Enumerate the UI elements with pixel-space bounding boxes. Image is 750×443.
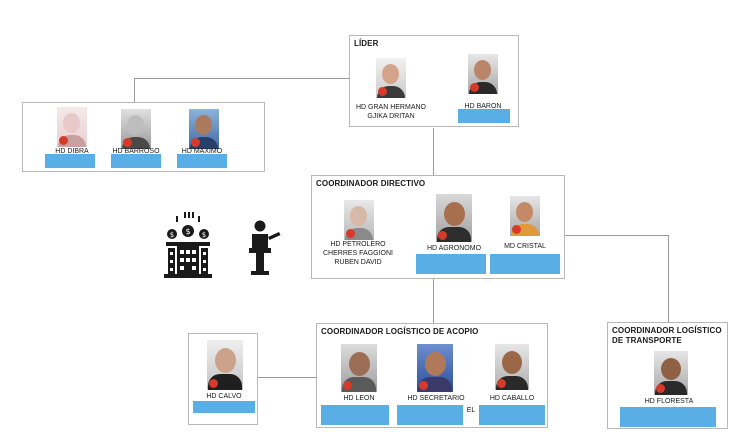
member-photo <box>376 58 406 98</box>
member-name: HD PETROLERO CHERRES FAGGIONI RUBEN DAVI… <box>322 241 393 266</box>
member-name: MD CRISTAL <box>504 243 546 250</box>
member-photo <box>207 340 243 390</box>
portrait-head <box>382 64 399 84</box>
redaction-bar <box>620 407 716 427</box>
stamp-mark <box>343 381 352 390</box>
member-photo <box>510 196 540 236</box>
svg-text:$: $ <box>185 227 190 236</box>
redaction-bar <box>321 405 389 425</box>
redaction-bar <box>458 109 510 123</box>
transport-title: COORDINADOR LOGÍSTICO DE TRANSPORTE <box>612 326 722 345</box>
stamp-mark <box>470 83 479 92</box>
portrait-head <box>474 60 491 80</box>
portrait-head <box>502 351 522 374</box>
redaction-bar <box>193 401 255 413</box>
money-building-icon: $ $ $ <box>164 212 212 278</box>
member-photo <box>341 344 377 392</box>
member-name: HD AGRONOMO <box>426 245 482 252</box>
stamp-mark <box>512 225 521 234</box>
member-photo <box>344 200 374 240</box>
portrait-head <box>444 202 465 226</box>
associates-node: HD DIBRA HD BARROSO HD MAXIMO <box>22 102 265 172</box>
member-photo <box>57 107 87 147</box>
portrait-head <box>349 352 370 376</box>
acopio-title: COORDINADOR LOGÍSTICO DE ACOPIO <box>321 327 479 336</box>
redaction-bar <box>479 405 545 425</box>
edge-directive-transport-v <box>668 235 669 324</box>
member-name: HD LEON <box>343 395 375 402</box>
member-photo <box>436 194 472 242</box>
stamp-mark <box>378 87 387 96</box>
portrait-head <box>516 202 533 222</box>
side-node: HD CALVO <box>188 333 258 425</box>
member-photo <box>468 54 498 94</box>
member-name: HD SECRETARIO <box>407 395 465 402</box>
stamp-mark <box>419 381 428 390</box>
leader-node: LÍDER HD GRAN HERMANO GJIKA DRITAN HD BA… <box>349 35 519 127</box>
stamp-mark <box>656 384 665 393</box>
member-name: HD CALVO <box>206 393 242 400</box>
portrait-head <box>425 352 446 376</box>
member-name: HD BARON <box>464 103 502 110</box>
stamp-mark <box>497 379 506 388</box>
member-name-fragment: EL <box>466 407 476 414</box>
redaction-bar <box>177 154 227 168</box>
member-name: HD DIBRA <box>55 148 89 155</box>
redaction-bar <box>416 254 486 274</box>
leader-title: LÍDER <box>354 39 379 48</box>
redaction-bar <box>111 154 161 168</box>
member-photo <box>654 351 688 395</box>
stamp-mark <box>209 379 218 388</box>
member-name: HD CABALLO <box>489 395 535 402</box>
member-name: HD GRAN HERMANO GJIKA DRITAN <box>355 104 426 120</box>
member-photo <box>189 109 219 149</box>
stamp-mark <box>123 138 132 147</box>
speaker-at-podium-icon <box>249 220 281 275</box>
portrait-head <box>63 113 80 133</box>
portrait-head <box>215 348 236 373</box>
directive-node: COORDINADOR DIRECTIVO HD PETROLERO CHERR… <box>311 175 565 279</box>
edge-directive-acopio <box>433 279 434 324</box>
redaction-bar <box>397 405 463 425</box>
stamp-mark <box>191 138 200 147</box>
redaction-bar <box>45 154 95 168</box>
stamp-mark <box>438 231 447 240</box>
member-photo <box>495 344 529 390</box>
portrait-head <box>350 206 367 226</box>
stamp-mark <box>346 229 355 238</box>
edge-leader-associates <box>134 78 350 79</box>
redaction-bar <box>490 254 560 274</box>
edge-side-acopio <box>258 377 320 378</box>
portrait-head <box>127 115 144 135</box>
acopio-node: COORDINADOR LOGÍSTICO DE ACOPIO HD LEON … <box>316 323 548 428</box>
edge-associates-drop <box>134 78 135 102</box>
member-name: HD FLORESTA <box>644 398 694 405</box>
edge-leader-directive <box>433 128 434 175</box>
portrait-head <box>195 115 212 135</box>
stamp-mark <box>59 136 68 145</box>
svg-text:$: $ <box>170 231 174 239</box>
directive-title: COORDINADOR DIRECTIVO <box>316 179 426 188</box>
transport-node: COORDINADOR LOGÍSTICO DE TRANSPORTE HD F… <box>607 322 728 429</box>
svg-text:$: $ <box>202 231 206 239</box>
member-photo <box>121 109 151 149</box>
portrait-head <box>661 358 681 380</box>
member-name: HD BARROSO <box>112 148 160 155</box>
edge-directive-transport-h <box>565 235 669 236</box>
member-name: HD MAXIMO <box>181 148 223 155</box>
member-photo <box>417 344 453 392</box>
